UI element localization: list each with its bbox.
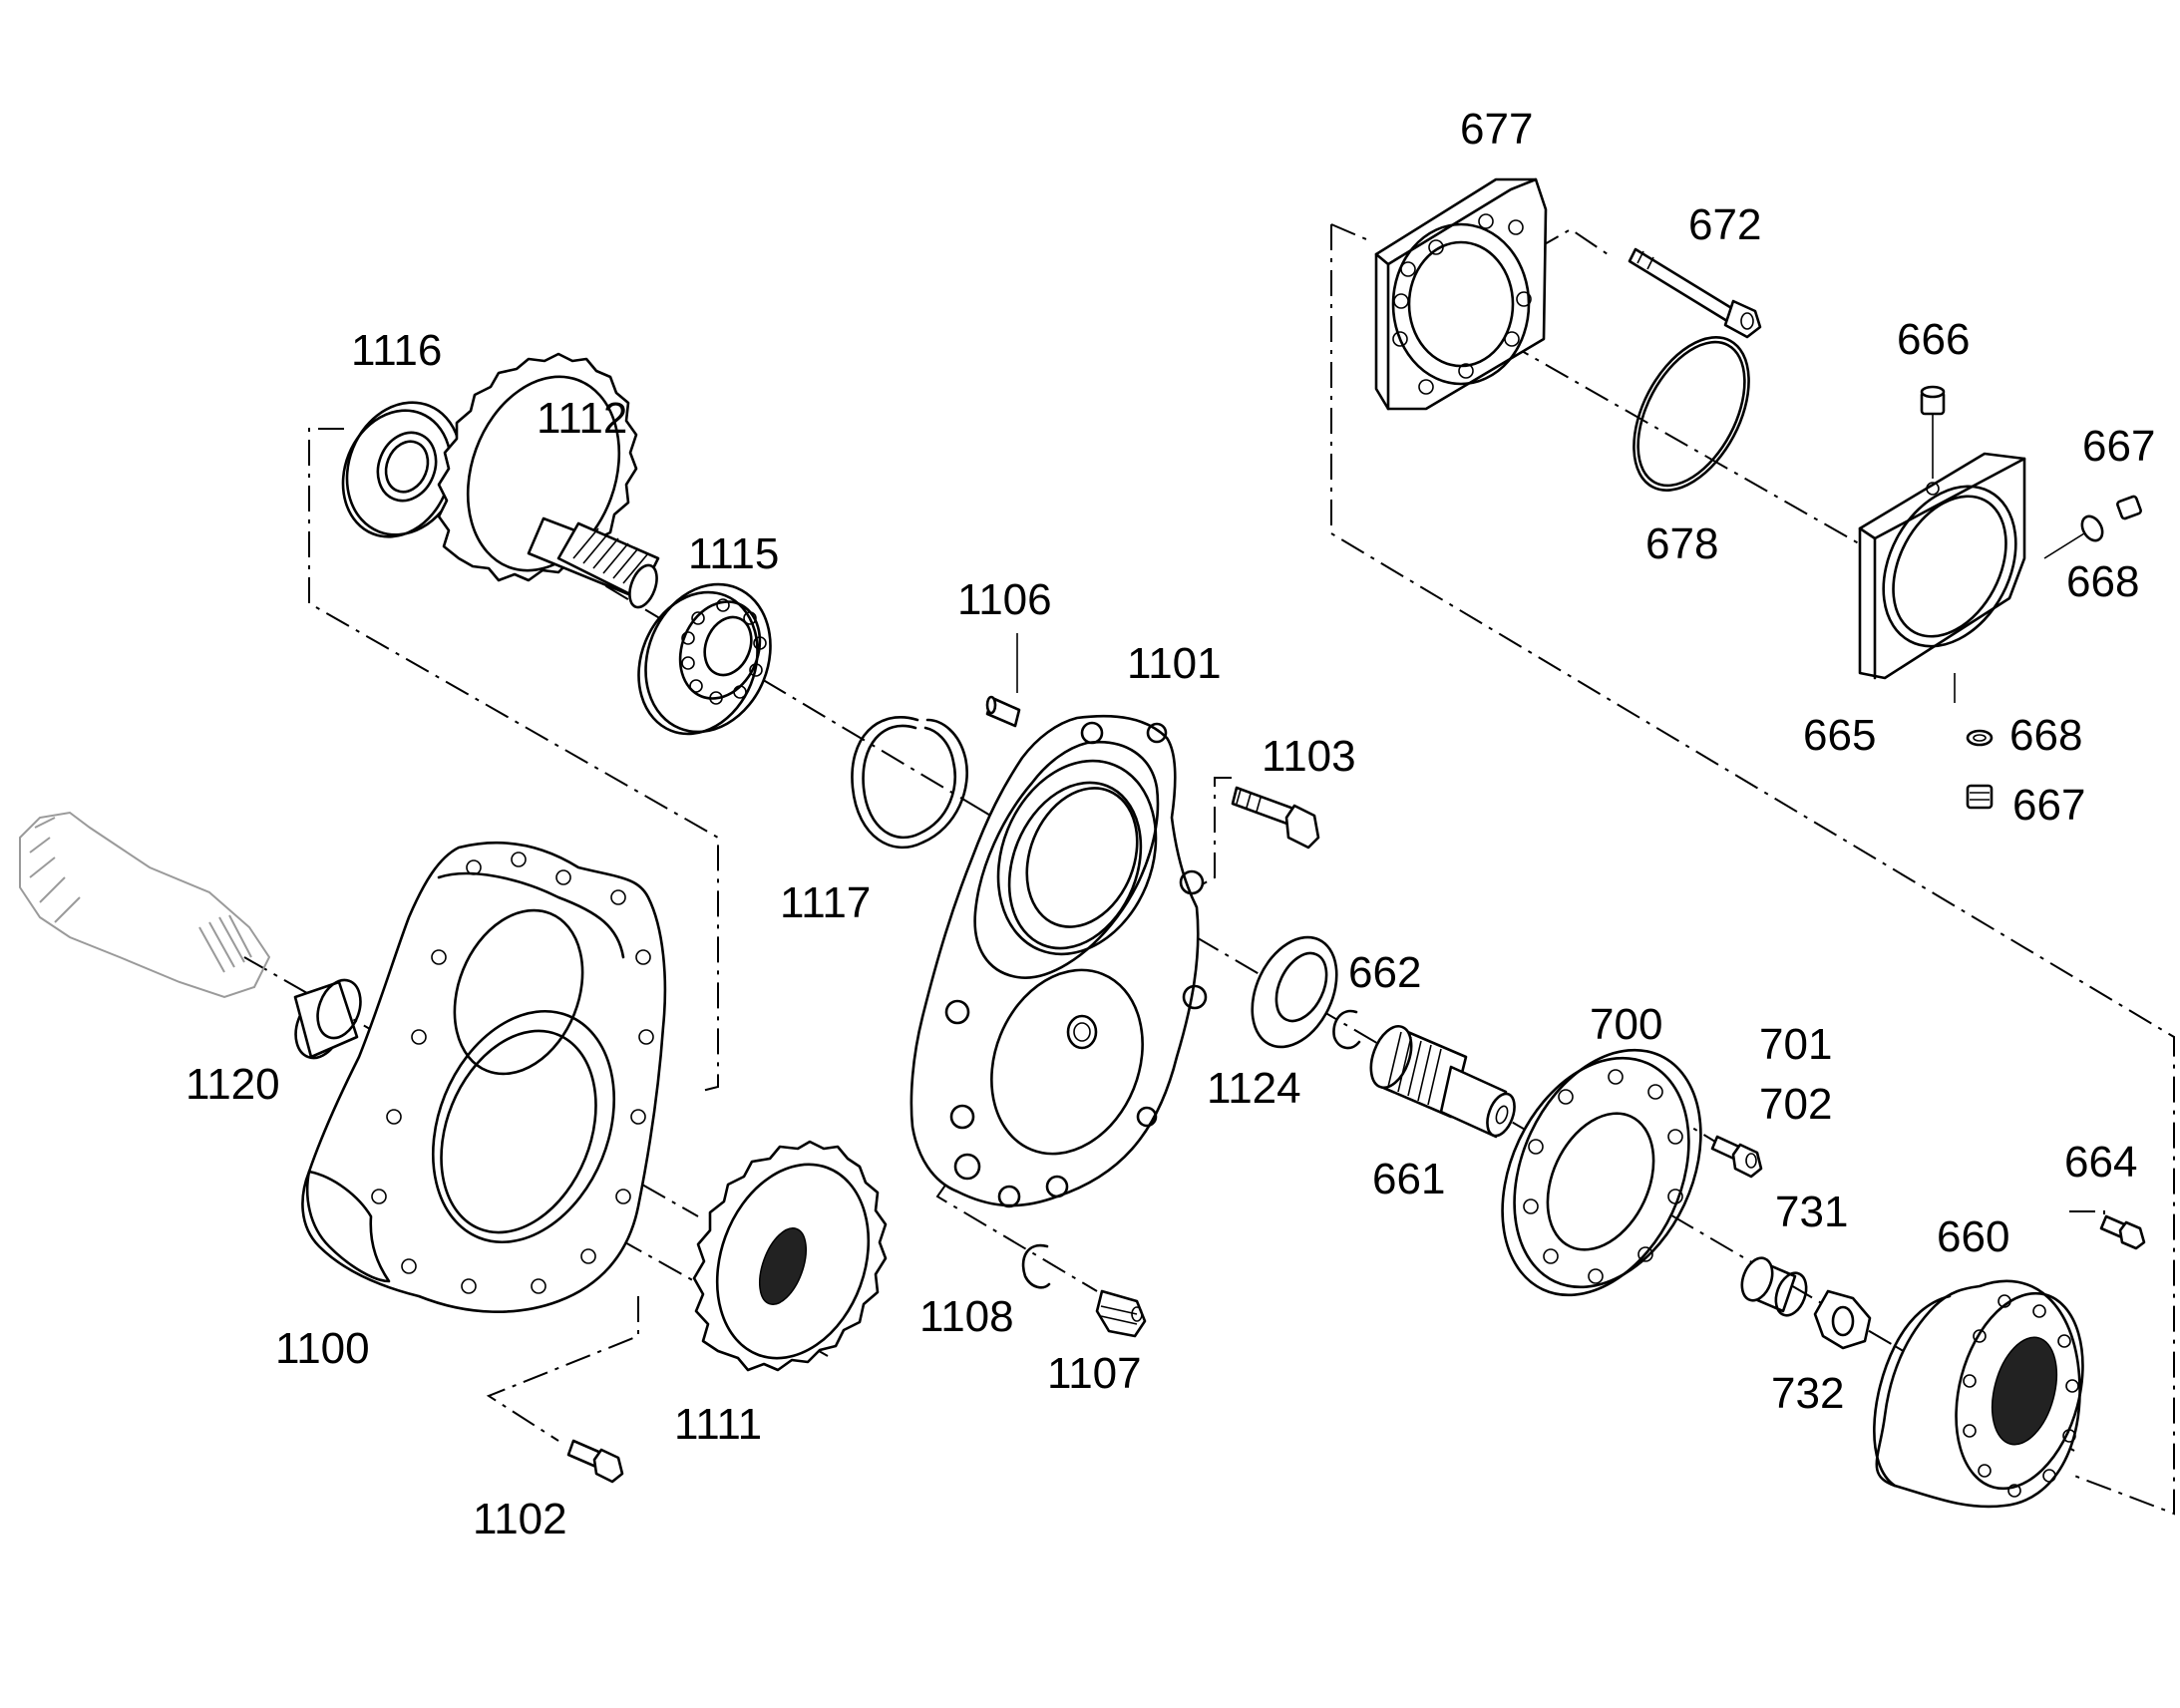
part-668-seal-upper xyxy=(2080,514,2104,542)
label-1101: 1101 xyxy=(1127,639,1222,688)
label-660: 660 xyxy=(1937,1212,2009,1261)
label-665: 665 xyxy=(1803,711,1876,760)
part-666-plug xyxy=(1920,385,1946,416)
label-731: 731 xyxy=(1775,1188,1848,1236)
label-664: 664 xyxy=(2064,1138,2137,1187)
part-731-bush xyxy=(1740,1256,1808,1317)
part-667-plug-upper xyxy=(2116,495,2142,520)
label-732: 732 xyxy=(1771,1369,1844,1418)
part-661-splined-shaft xyxy=(1369,1025,1516,1139)
label-1124: 1124 xyxy=(1207,1064,1301,1113)
label-702: 702 xyxy=(1759,1080,1832,1129)
part-1112-gear-shaft xyxy=(437,352,660,609)
part-labels: 677 672 666 667 668 678 665 668 667 1116… xyxy=(185,105,2155,1543)
part-1111-gear xyxy=(692,1140,888,1372)
part-1103-bolt xyxy=(1231,786,1320,850)
part-672-long-bolt xyxy=(1628,247,1762,339)
label-1100: 1100 xyxy=(275,1324,370,1373)
part-700-flange-disc xyxy=(1501,1048,1702,1297)
label-661: 661 xyxy=(1372,1155,1445,1203)
label-667-lower: 667 xyxy=(2012,781,2085,830)
label-1111: 1111 xyxy=(674,1400,762,1449)
part-667-plug-lower xyxy=(1966,784,1994,810)
part-1108-snap-ring xyxy=(1021,1243,1051,1289)
label-662: 662 xyxy=(1348,948,1421,997)
part-678-o-ring xyxy=(1633,336,1750,492)
part-1102-bolt xyxy=(566,1439,624,1484)
label-672: 672 xyxy=(1688,200,1761,249)
label-668-upper: 668 xyxy=(2066,557,2139,606)
part-677-flange-plate xyxy=(1374,177,1548,411)
part-732-nut xyxy=(1813,1289,1872,1350)
label-1102: 1102 xyxy=(473,1495,567,1543)
input-shaft-grey xyxy=(19,811,271,999)
label-1106: 1106 xyxy=(957,575,1052,624)
label-701: 701 xyxy=(1759,1020,1832,1069)
label-1115: 1115 xyxy=(688,529,779,578)
label-678: 678 xyxy=(1645,519,1718,568)
part-668-seal-lower xyxy=(1966,729,1994,747)
part-664-screw xyxy=(2099,1214,2146,1250)
part-1117-snap-ring xyxy=(851,716,968,850)
part-1106-dowel-pin xyxy=(985,695,1021,728)
part-1107-plug xyxy=(1095,1289,1147,1338)
label-1120: 1120 xyxy=(185,1060,280,1109)
part-1100-housing xyxy=(301,841,667,1313)
label-666: 666 xyxy=(1897,315,1970,364)
gear-teeth xyxy=(437,352,638,582)
label-677: 677 xyxy=(1460,105,1533,154)
label-667-upper: 667 xyxy=(2082,422,2155,471)
label-1107: 1107 xyxy=(1047,1349,1142,1398)
part-1101-cover xyxy=(909,714,1208,1208)
label-1108: 1108 xyxy=(919,1292,1014,1341)
label-1116: 1116 xyxy=(351,326,442,375)
label-1117: 1117 xyxy=(780,878,871,927)
part-1120-sleeve xyxy=(293,978,362,1060)
part-662-circlip xyxy=(1332,1009,1361,1050)
label-668-lower: 668 xyxy=(2009,711,2082,760)
label-700: 700 xyxy=(1590,1000,1662,1049)
part-660-motor xyxy=(1873,1279,2084,1509)
part-1115-bearing xyxy=(637,582,772,736)
label-1112: 1112 xyxy=(537,394,627,443)
part-702-screw xyxy=(1710,1135,1763,1179)
label-1103: 1103 xyxy=(1262,732,1356,781)
part-1124-washer xyxy=(1251,935,1338,1049)
part-665-housing xyxy=(1858,452,2026,680)
